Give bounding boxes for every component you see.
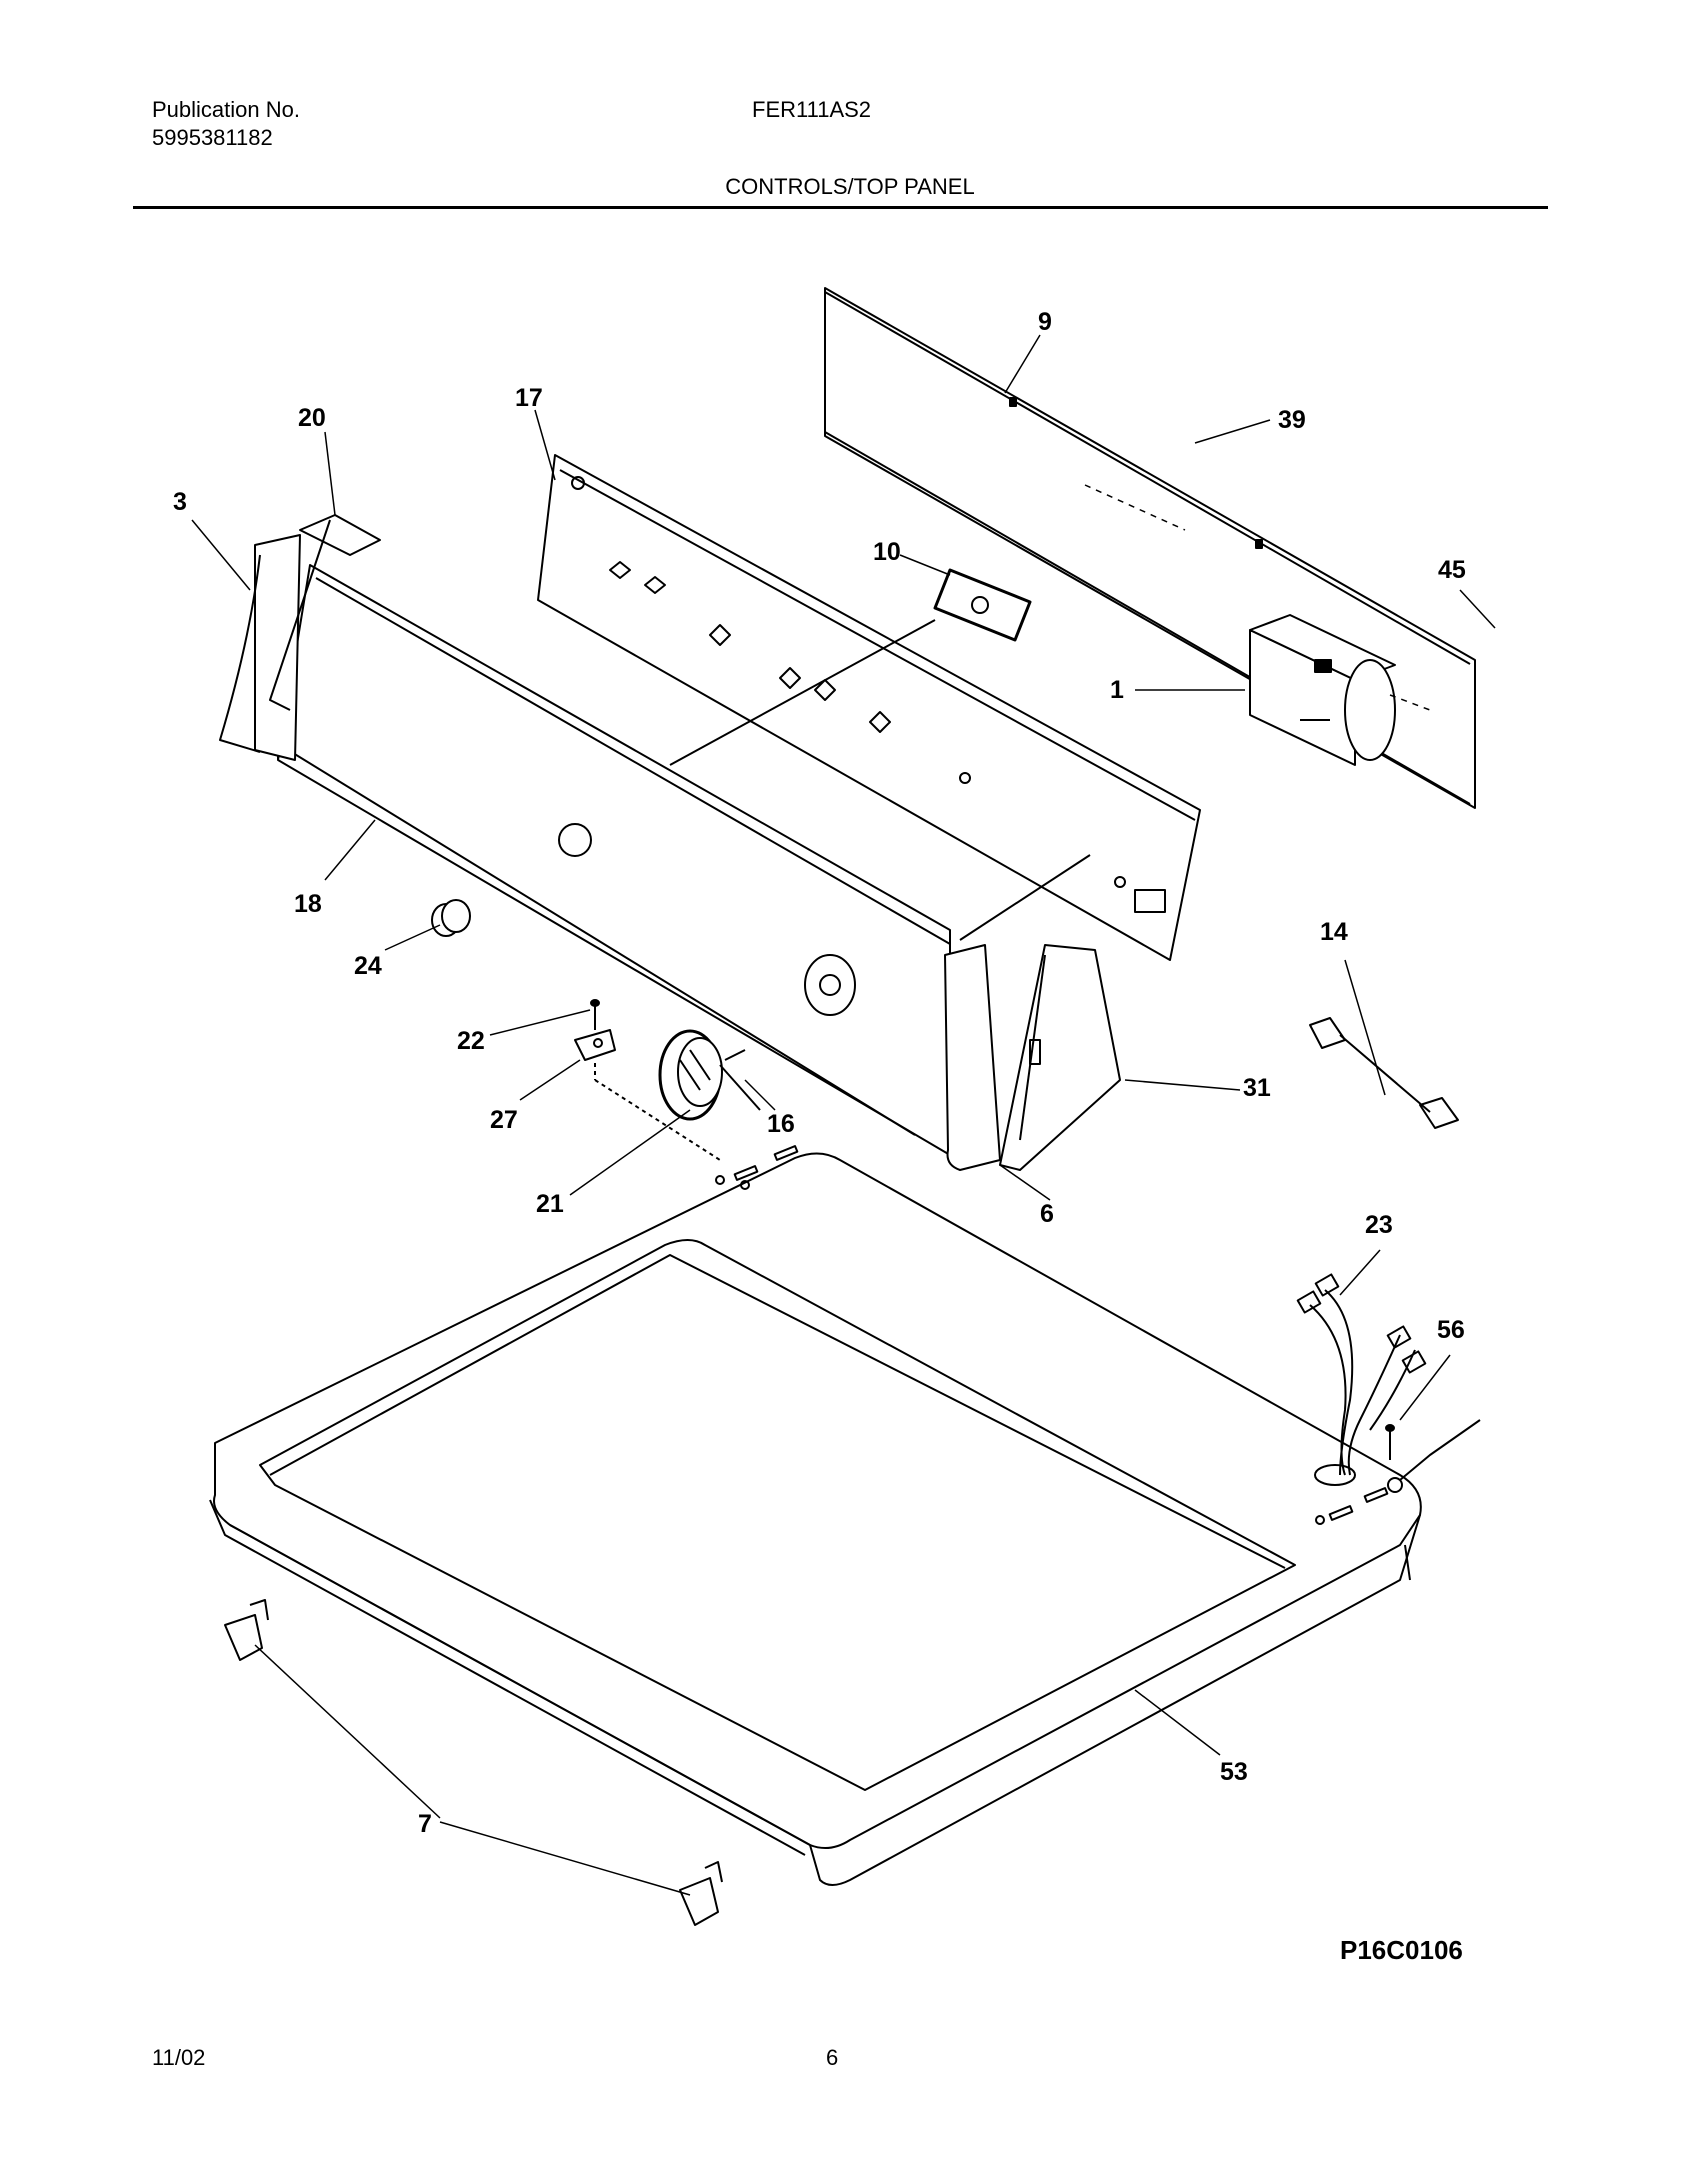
callout-56: 56 (1437, 1316, 1465, 1344)
callout-31: 31 (1243, 1074, 1271, 1102)
corner-clip-part (224, 1599, 723, 1926)
screw-and-clip-part (574, 999, 721, 1161)
right-end-bracket-part (999, 944, 1121, 1171)
footer-date: 11/02 (152, 2045, 206, 2070)
callout-10: 10 (873, 538, 901, 566)
publication-number: 5995381182 (152, 125, 273, 150)
diagram-code: P16C0106 (1340, 1935, 1463, 1965)
wire-harness-part (1296, 1273, 1427, 1476)
knob-insert-part (431, 899, 471, 937)
top-panel-part (209, 1145, 1422, 1886)
callout-9: 9 (1038, 308, 1052, 336)
switch-part (933, 568, 1032, 642)
left-end-cap-part (219, 534, 301, 761)
callout-labels: 9 39 17 20 3 10 45 1 18 14 24 22 31 16 2… (173, 308, 1466, 1838)
callout-39: 39 (1278, 406, 1306, 434)
control-panel-backplate-part (537, 454, 1201, 961)
callout-14: 14 (1320, 918, 1348, 946)
section-title: CONTROLS/TOP PANEL (725, 174, 975, 199)
callout-45: 45 (1438, 556, 1466, 584)
left-bracket-part (269, 514, 381, 711)
callout-24: 24 (354, 952, 382, 980)
header-rule (133, 206, 1548, 209)
callout-1: 1 (1110, 676, 1124, 704)
callout-21: 21 (536, 1190, 564, 1218)
strap-part (1309, 1017, 1459, 1129)
timer-knob-part (658, 1029, 723, 1121)
callout-20: 20 (298, 404, 326, 432)
callout-27: 27 (490, 1106, 518, 1134)
timer-part (1249, 614, 1396, 766)
knob-bracket-part (719, 1049, 761, 1111)
leader-lines (191, 334, 1496, 1896)
callout-17: 17 (515, 384, 543, 412)
right-end-cap-part (944, 944, 1001, 1171)
callout-3: 3 (173, 488, 187, 516)
publication-label: Publication No. (152, 97, 300, 122)
callout-7: 7 (418, 1810, 432, 1838)
callout-53: 53 (1220, 1758, 1248, 1786)
callout-22: 22 (457, 1027, 485, 1055)
callout-23: 23 (1365, 1211, 1393, 1239)
ground-screw-part (1385, 1419, 1481, 1481)
callout-6: 6 (1040, 1200, 1054, 1228)
model-number: FER111AS2 (752, 97, 872, 122)
callout-18: 18 (294, 890, 322, 918)
callout-16: 16 (767, 1110, 795, 1138)
page-number: 6 (826, 2045, 839, 2070)
